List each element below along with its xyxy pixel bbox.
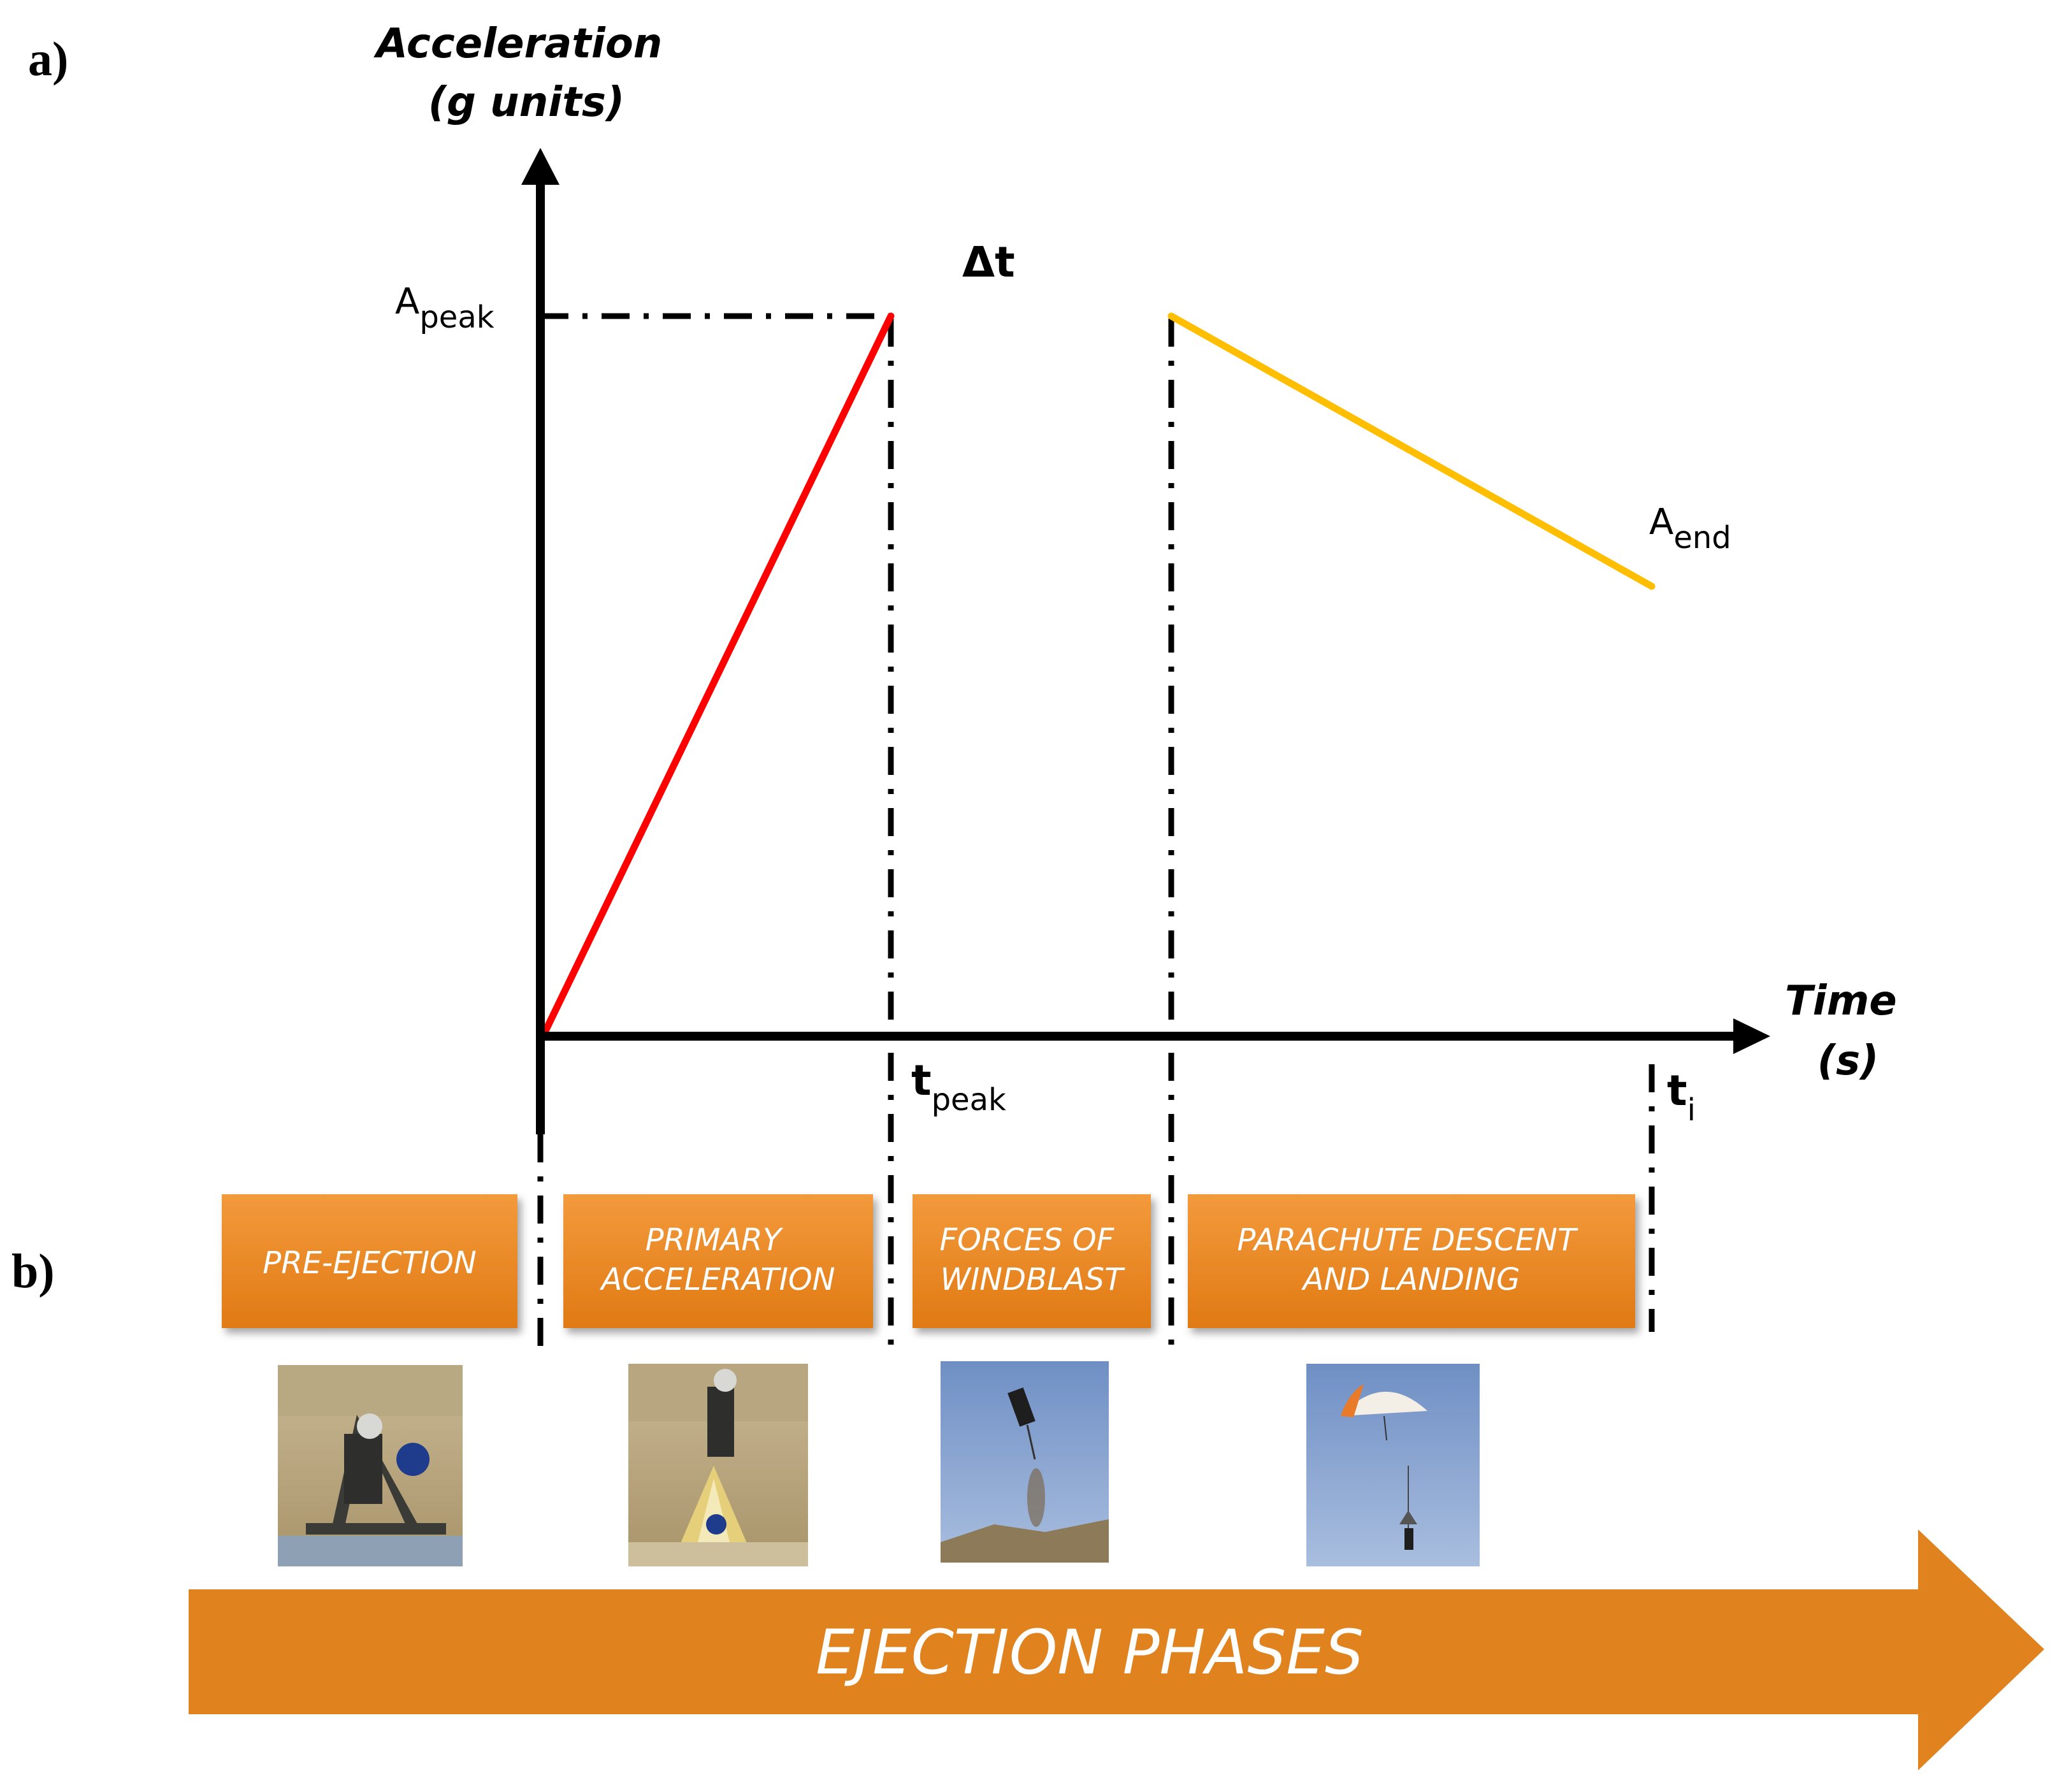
banner-arrow-shape: [189, 1529, 2044, 1770]
phase-box-label: FORCES OF WINDBLAST: [940, 1222, 1126, 1297]
panel-label-b: b): [11, 1245, 55, 1298]
windblast-decline: [1167, 312, 1656, 590]
aend-label: Aend: [1649, 502, 1731, 556]
phase-box-label: PRIMARY ACCELERATION: [599, 1222, 835, 1297]
acceleration-profile: [539, 312, 1656, 1040]
x-axis-title-line2: (s): [1817, 1037, 1879, 1085]
y-axis-title-line1: Acceleration: [373, 20, 662, 68]
ejection-phases-banner: EJECTION PHASES: [189, 1529, 2044, 1770]
panel-label-a: a): [28, 33, 68, 86]
seat-firing-photo: [628, 1364, 808, 1566]
tpeak-label: tpeak: [911, 1056, 1006, 1118]
y-axis-arrowhead: [521, 148, 559, 185]
y-axis-title: Acceleration (g units): [373, 20, 676, 126]
ti-label: ti: [1667, 1066, 1696, 1128]
phase-box-bg: [222, 1194, 517, 1328]
x-axis-title: Time (s): [1785, 978, 1911, 1085]
phase-box-bg: [913, 1194, 1151, 1328]
seat-on-launch-rig-photo: [278, 1365, 463, 1566]
phase-box-primary-acceleration: PRIMARY ACCELERATION: [563, 1194, 873, 1328]
x-axis-arrowhead: [1733, 1018, 1770, 1054]
phase-box-parachute-descent: PARACHUTE DESCENT AND LANDING: [1188, 1194, 1635, 1328]
phase-box-bg: [563, 1194, 873, 1328]
y-axis-title-line2: (g units): [428, 79, 624, 126]
apeak-label: Apeak: [395, 281, 494, 335]
guide-lines: [537, 313, 1655, 1351]
phase-box-label: PRE-EJECTION: [263, 1245, 476, 1281]
phase-box-forces-of-windblast: FORCES OF WINDBLAST: [913, 1194, 1151, 1328]
banner-label: EJECTION PHASES: [816, 1617, 1364, 1688]
seat-in-air-photo: [941, 1361, 1109, 1563]
delta-t-label: Δt: [962, 238, 1015, 287]
axes: [521, 148, 1770, 1134]
phase-box-label: PARACHUTE DESCENT AND LANDING: [1237, 1222, 1585, 1297]
parachute-photo: [1306, 1364, 1480, 1566]
primary-acceleration-ramp: [539, 312, 895, 1040]
phase-box-pre-ejection: PRE-EJECTION: [222, 1194, 517, 1328]
x-axis-title-line1: Time: [1785, 978, 1897, 1025]
phase-box-bg: [1188, 1194, 1635, 1328]
